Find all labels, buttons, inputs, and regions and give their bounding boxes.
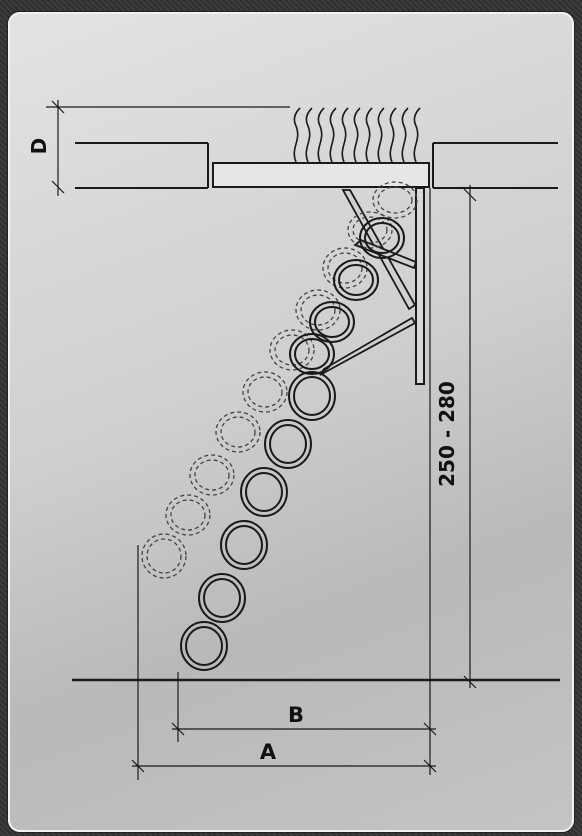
ceiling: [75, 142, 558, 189]
dimension-a: [131, 545, 437, 780]
dimension-height: [463, 185, 477, 689]
label-b: B: [288, 703, 304, 727]
frame-bar: [415, 187, 425, 385]
label-height: 250 - 280: [435, 381, 459, 487]
label-a: A: [260, 740, 277, 764]
ladder-dashed: [141, 181, 418, 579]
label-d: D: [27, 138, 51, 155]
insulation: [293, 107, 421, 163]
support-arms: [319, 189, 418, 376]
hatch-lid: [212, 162, 430, 188]
dimension-b: [171, 188, 437, 775]
dimension-d: [46, 100, 290, 196]
diagram-panel: [8, 12, 574, 832]
ladder-solid: [180, 217, 405, 671]
